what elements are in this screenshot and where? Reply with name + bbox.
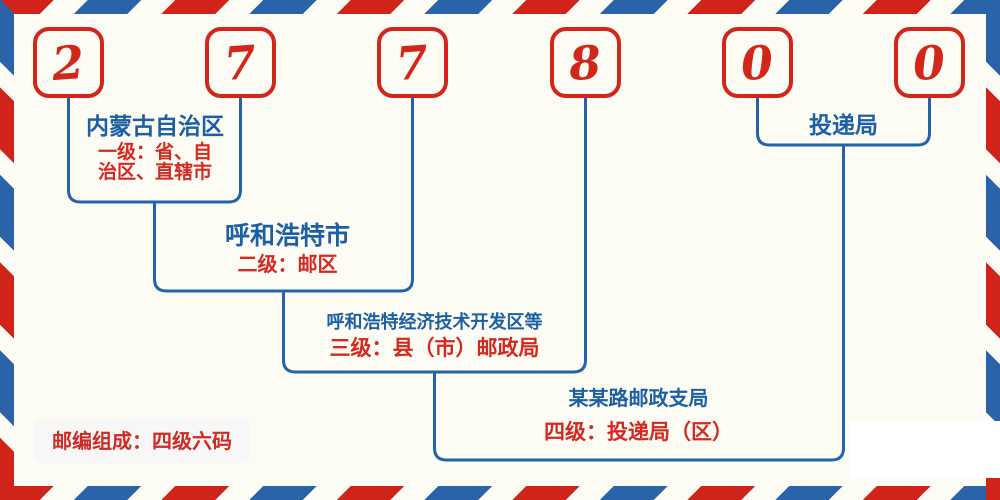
digit-box-5: 0 [722, 27, 793, 98]
airmail-stripe-border-right [986, 0, 1000, 500]
digit-box-4: 8 [550, 27, 621, 98]
digit-box-3: 7 [377, 27, 448, 98]
digit-1: 2 [50, 34, 87, 91]
level1-region-name: 内蒙古自治区 [86, 114, 224, 140]
level1-desc-line1: 一级：省、自 [97, 141, 212, 163]
digit-box-2: 7 [205, 27, 276, 98]
level2-region-name: 呼和浩特市 [224, 221, 350, 250]
airmail-stripe-border-left [0, 0, 14, 500]
level2-desc: 二级：邮区 [237, 252, 338, 276]
digit-box-6: 0 [894, 27, 965, 98]
level1-label: 内蒙古自治区 一级：省、自 治区、直辖市 [60, 112, 250, 182]
level3-label: 呼和浩特经济技术开发区等 三级：县（市）邮政局 [287, 312, 582, 359]
digit-4: 8 [567, 34, 604, 91]
airmail-stripe-border-top [0, 0, 1000, 14]
airmail-stripe-border-bottom [0, 486, 1000, 500]
level4-desc: 四级：投递局（区） [544, 420, 733, 444]
digit-5: 0 [739, 34, 776, 91]
level2-label: 呼和浩特市 二级：邮区 [190, 221, 385, 275]
level4-label: 某某路邮政支局 四级：投递局（区） [490, 386, 787, 443]
digit-box-1: 2 [33, 27, 104, 98]
white-patch [850, 421, 1000, 478]
digit-3: 7 [394, 34, 431, 91]
level1-desc-line2: 治区、直辖市 [97, 161, 212, 183]
bracket-delivery-office [756, 97, 931, 147]
delivery-office-label: 投递局 [809, 113, 878, 139]
digit-6: 0 [911, 34, 948, 91]
footer-badge: 邮编组成：四级六码 [33, 419, 251, 463]
level3-region-name: 呼和浩特经济技术开发区等 [326, 312, 543, 333]
bracket-level4 [433, 146, 845, 462]
level4-region-name: 某某路邮政支局 [568, 386, 709, 410]
level3-desc: 三级：县（市）邮政局 [329, 336, 540, 360]
digit-2: 7 [222, 34, 259, 91]
